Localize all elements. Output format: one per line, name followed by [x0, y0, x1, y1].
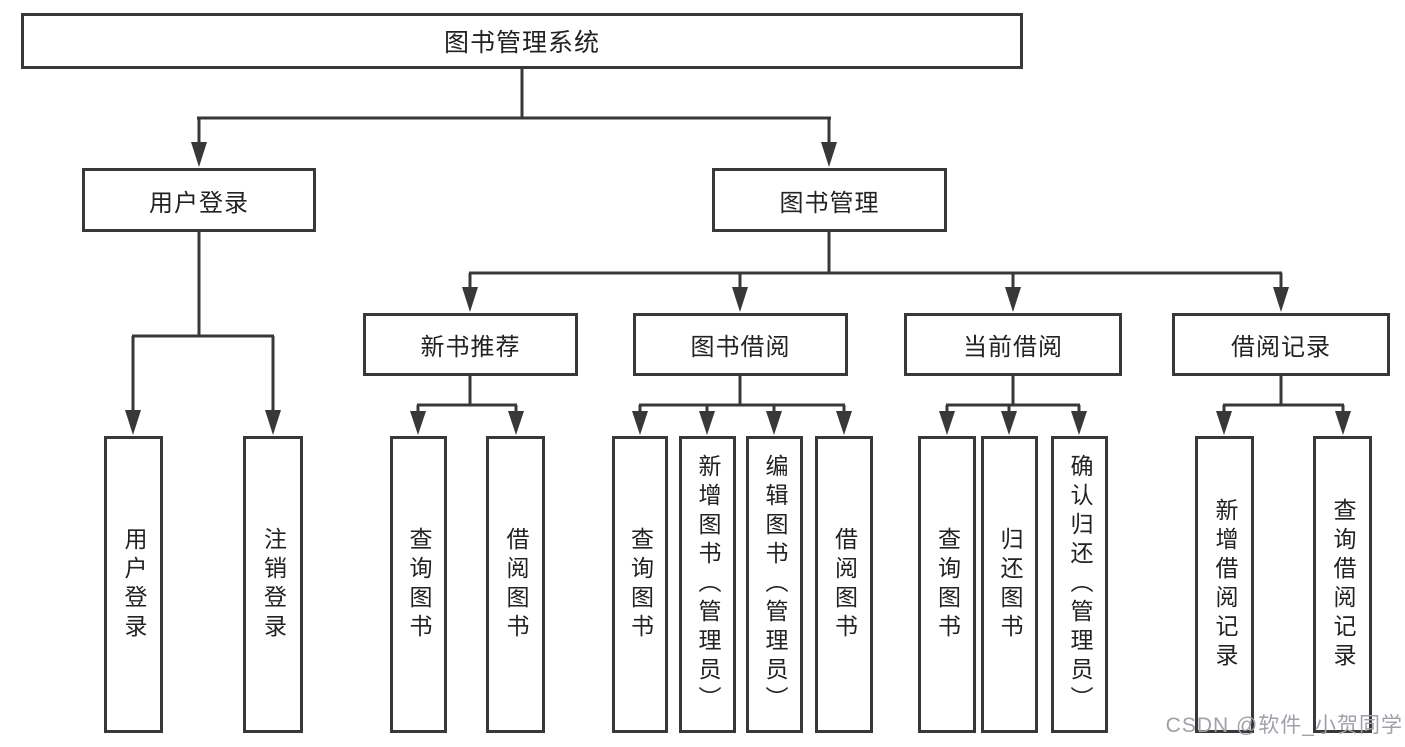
- arrow-down-icon: [508, 411, 524, 435]
- arrow-down-icon: [836, 411, 852, 435]
- leaf-return-books: 归还图书: [981, 436, 1038, 733]
- node-label: 当前借阅: [963, 334, 1063, 361]
- leaf-logout: 注销登录: [243, 436, 303, 733]
- node-label: 用户登录: [149, 189, 249, 217]
- leaf-label: 注销登录: [260, 526, 287, 643]
- csdn-watermark: CSDN @软件_小贺同学: [1165, 714, 1403, 737]
- leaf-user-login: 用户登录: [104, 436, 163, 733]
- leaf-label: 查询图书: [627, 526, 654, 643]
- leaf-borrow-books-recommend: 借阅图书: [486, 436, 545, 733]
- arrow-down-icon: [821, 142, 837, 167]
- arrow-down-icon: [1273, 287, 1289, 312]
- node-user-login: 用户登录: [82, 168, 316, 232]
- arrow-down-icon: [125, 410, 141, 435]
- leaf-label: 查询图书: [934, 526, 961, 643]
- leaf-add-books-admin: 新增图书（管理员）: [679, 436, 736, 733]
- leaf-label: 借阅图书: [831, 526, 858, 643]
- node-book-borrow: 图书借阅: [633, 313, 848, 376]
- arrow-down-icon: [410, 411, 426, 435]
- node-label: 新书推荐: [420, 334, 521, 361]
- leaf-query-borrow-record: 查询借阅记录: [1313, 436, 1372, 733]
- leaf-add-borrow-record: 新增借阅记录: [1195, 436, 1254, 733]
- arrow-down-icon: [1005, 287, 1021, 312]
- leaf-label: 用户登录: [121, 526, 147, 643]
- leaf-label: 查询借阅记录: [1330, 497, 1356, 672]
- arrow-down-icon: [1216, 411, 1232, 435]
- node-label: 图书管理系统: [443, 29, 600, 57]
- arrow-down-icon: [766, 411, 782, 435]
- leaf-label: 新增借阅记录: [1212, 497, 1238, 672]
- node-label: 图书借阅: [690, 334, 791, 361]
- arrow-down-icon: [191, 142, 207, 167]
- arrow-down-icon: [732, 287, 748, 312]
- arrow-down-icon: [265, 410, 281, 435]
- leaf-label: 确认归还（管理员）: [1067, 454, 1093, 715]
- arrow-down-icon: [1001, 411, 1017, 435]
- leaf-label: 编辑图书（管理员）: [762, 454, 788, 715]
- leaf-query-books-borrow: 查询图书: [612, 436, 668, 733]
- leaf-label: 借阅图书: [503, 526, 529, 643]
- arrow-down-icon: [1335, 411, 1351, 435]
- leaf-label: 查询图书: [406, 526, 432, 643]
- node-new-book-recommend: 新书推荐: [363, 313, 578, 376]
- arrow-down-icon: [632, 411, 648, 435]
- leaf-edit-books-admin: 编辑图书（管理员）: [746, 436, 803, 733]
- node-book-management: 图书管理: [712, 168, 947, 232]
- leaf-label: 新增图书（管理员）: [695, 454, 721, 715]
- arrow-down-icon: [699, 411, 715, 435]
- arrow-down-icon: [939, 411, 955, 435]
- leaf-query-books-current: 查询图书: [918, 436, 976, 733]
- node-borrow-records: 借阅记录: [1172, 313, 1390, 376]
- leaf-confirm-return-admin: 确认归还（管理员）: [1051, 436, 1108, 733]
- node-current-borrow: 当前借阅: [904, 313, 1122, 376]
- arrowheads: [125, 142, 1351, 435]
- leaf-borrow-books: 借阅图书: [815, 436, 873, 733]
- node-label: 图书管理: [779, 189, 880, 217]
- leaf-query-books-recommend: 查询图书: [390, 436, 447, 733]
- arrow-down-icon: [462, 287, 478, 312]
- arrow-down-icon: [1071, 411, 1087, 435]
- leaf-label: 归还图书: [997, 526, 1023, 643]
- node-root-library-system: 图书管理系统: [21, 13, 1023, 69]
- node-label: 借阅记录: [1231, 334, 1331, 361]
